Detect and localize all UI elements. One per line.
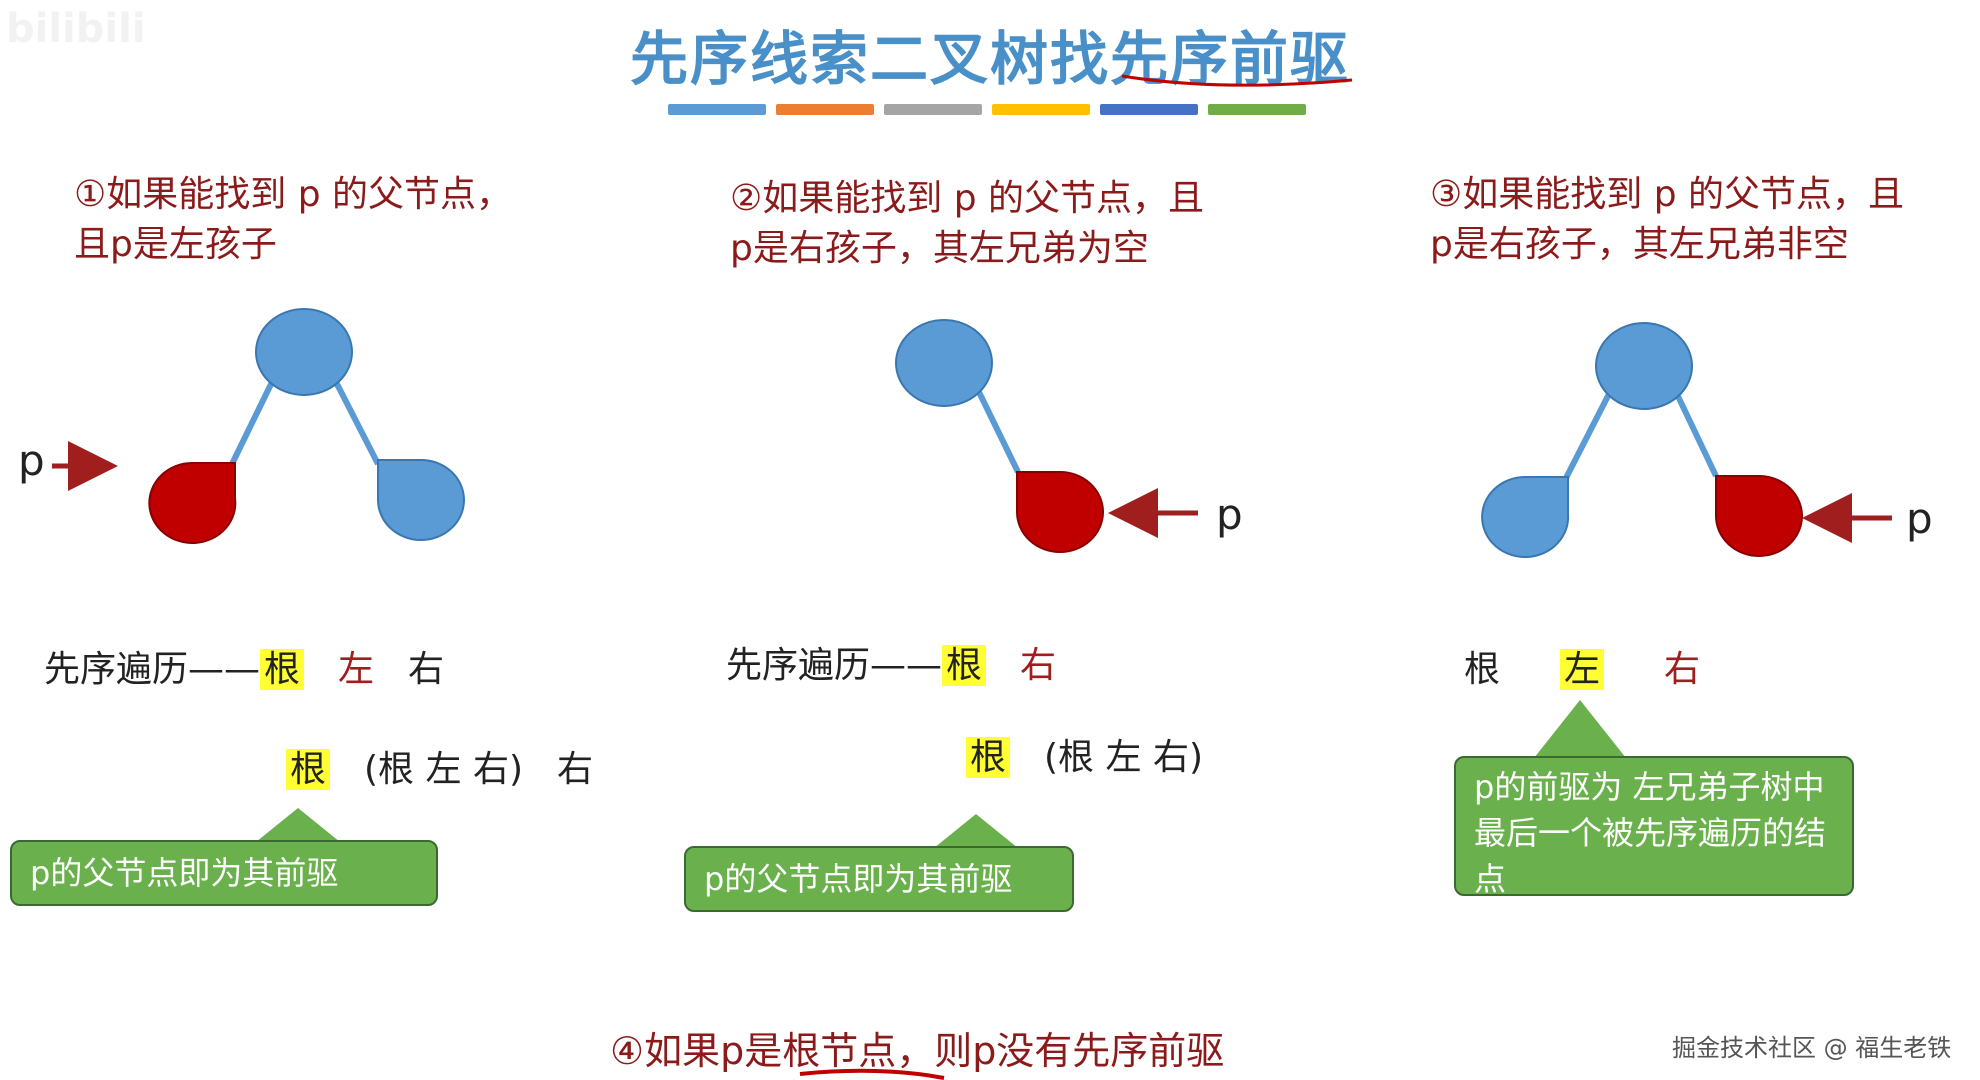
seq-root: 根 [966,737,1011,778]
tree-node-root [255,308,353,396]
tree-node-left-sibling [1481,476,1570,558]
callout-tail [256,808,340,842]
seq-root: 根 [942,645,987,686]
tree-edge [333,380,381,466]
color-bar [1208,104,1306,115]
tree-edge [1673,390,1719,478]
tree-node-root [1595,322,1693,410]
case-1-title-line2: 且p是左孩子 [74,224,277,265]
seq-root: 根 [260,649,305,690]
seq-right: 右 [1664,649,1701,690]
case-2-title-line2: p是右孩子，其左兄弟为空 [730,228,1149,269]
case-1-tree [52,308,465,544]
case-3-seq1: 根左右 [1464,640,1700,692]
case-1-title-line1: ①如果能找到 p 的父节点， [74,174,513,215]
seq-root: 根 [286,749,331,790]
seq-prefix: 先序遍历—— [44,649,261,690]
tree-edge [975,388,1021,474]
seq-group: (根 左 右) [364,749,523,790]
case-2-tree [895,319,1198,553]
seq-prefix: 先序遍历—— [726,645,943,686]
case-3-title-line2: p是右孩子，其左兄弟非空 [1430,224,1849,265]
case-2-callout: p的父节点即为其前驱 [684,846,1074,912]
case-3-callout: p的前驱为 左兄弟子树中最后一个被先序遍历的结点 [1454,756,1854,898]
case-2-title: ②如果能找到 p 的父节点，且 p是右孩子，其左兄弟为空 [730,174,1204,274]
tree-node-p [148,462,237,544]
pointer-label-case-1: p [18,436,45,485]
tree-edge [229,380,275,466]
color-bar [1100,104,1198,115]
seq-left: 左 [338,649,375,690]
color-bar [884,104,982,115]
callout-tail [1534,700,1626,758]
tree-edge [1563,390,1613,480]
case-1-callout: p的父节点即为其前驱 [10,840,438,906]
color-bar [668,104,766,115]
seq-root: 根 [1464,649,1501,690]
corner-logo: bilibili [6,6,146,52]
case-2-seq1: 先序遍历——根右 [726,636,1056,688]
case-3-title: ③如果能找到 p 的父节点，且 p是右孩子，其左兄弟非空 [1430,170,1904,270]
tree-node-p [1715,475,1803,557]
tree-node-root [895,319,993,407]
tree-node-right-child [377,458,465,541]
case-1-title: ①如果能找到 p 的父节点， 且p是左孩子 [74,170,512,270]
seq-left: 左 [1560,649,1605,690]
seq-group: (根 左 右) [1044,737,1203,778]
seq-right: 右 [408,649,445,690]
case-1-seq2: 根 (根 左 右) 右 [286,740,593,792]
bottom-underline [799,1068,945,1080]
pointer-label-case-3: p [1906,494,1933,543]
case-3-title-line1: ③如果能找到 p 的父节点，且 [1430,174,1905,215]
pointer-label-case-2: p [1216,490,1243,539]
color-bar [992,104,1090,115]
tree-node-p [1016,471,1104,553]
case-3-tree [1481,322,1892,558]
callout-tail [934,814,1018,848]
seq-right: 右 [557,749,594,790]
case-2-title-line1: ②如果能找到 p 的父节点，且 [730,178,1205,219]
seq-right: 右 [1020,645,1057,686]
case-1-seq1: 先序遍历——根左右 [44,640,444,692]
title-underline [1121,74,1353,87]
color-bar-strip [668,104,1306,115]
watermark: 掘金技术社区 @ 福生老铁 [1672,1034,1952,1062]
page-title: 先序线索二叉树找先序前驱 [629,25,1350,93]
bottom-note: ④如果p是根节点，则p没有先序前驱 [610,1029,1225,1073]
color-bar [776,104,874,115]
case-2-seq2: 根 (根 左 右) [966,728,1203,780]
